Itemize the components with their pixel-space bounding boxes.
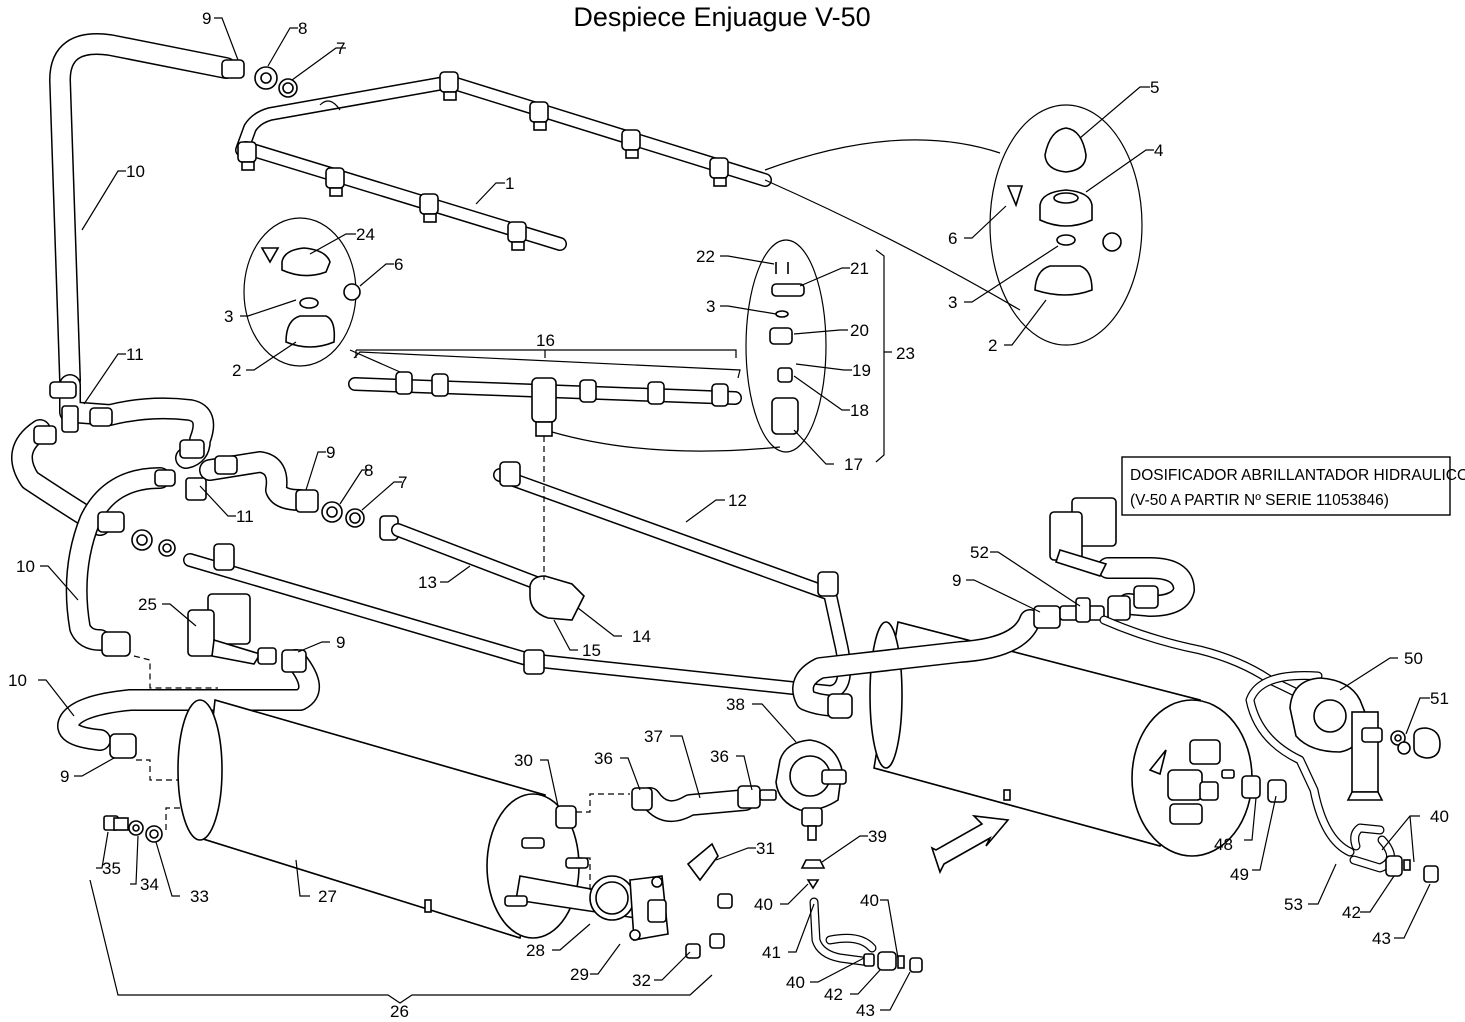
callout-35: 35	[102, 859, 121, 878]
clamp-9-top	[221, 59, 298, 98]
callout-40: 40	[754, 895, 773, 914]
dosing-pump-50	[1099, 615, 1441, 883]
callout-37: 37	[644, 727, 663, 746]
callout-9: 9	[952, 571, 961, 590]
callout-30: 30	[514, 751, 533, 770]
diagram-title: Despiece Enjuague V-50	[573, 2, 870, 32]
callout-7: 7	[336, 39, 345, 58]
fitting-detail	[551, 239, 892, 463]
leader-lines	[38, 17, 1431, 1011]
callout-48: 48	[1214, 835, 1233, 854]
callout-19: 19	[852, 361, 871, 380]
left-piping	[11, 374, 399, 651]
drain-parts-33-35	[103, 815, 163, 843]
callout-18: 18	[850, 401, 869, 420]
callout-40: 40	[1430, 807, 1449, 826]
pressure-valve-assembly	[631, 739, 923, 973]
callout-7: 7	[398, 473, 407, 492]
callout-42: 42	[1342, 903, 1361, 922]
callout-6: 6	[948, 229, 957, 248]
callout-33: 33	[190, 887, 209, 906]
callout-13: 13	[418, 573, 437, 592]
callout-22: 22	[696, 247, 715, 266]
callout-2: 2	[988, 336, 997, 355]
boiler-left	[177, 698, 733, 959]
callout-10: 10	[8, 671, 27, 690]
callout-17: 17	[844, 455, 863, 474]
callout-16: 16	[536, 331, 555, 350]
tee-fitting-52	[1033, 595, 1131, 629]
note-box: DOSIFICADOR ABRILLANTADOR HIDRAULICO (V-…	[1121, 456, 1465, 516]
callout-10: 10	[16, 557, 35, 576]
callout-26: 26	[390, 1002, 409, 1021]
callout-9: 9	[326, 443, 335, 462]
pipes-12-13	[183, 436, 852, 699]
callout-15: 15	[582, 641, 601, 660]
callout-27: 27	[318, 887, 337, 906]
callout-28: 28	[526, 941, 545, 960]
callout-49: 49	[1230, 865, 1249, 884]
callout-14: 14	[632, 627, 651, 646]
nozzle-detail-left	[243, 217, 401, 373]
callout-42: 42	[824, 985, 843, 1004]
callout-2: 2	[232, 361, 241, 380]
callout-11: 11	[126, 345, 144, 364]
callout-12: 12	[728, 491, 747, 510]
callout-21: 21	[850, 259, 869, 278]
solenoid-valve-25	[101, 593, 277, 665]
callout-38: 38	[726, 695, 745, 714]
callout-1: 1	[505, 174, 514, 193]
double-arrow-icon	[930, 814, 1010, 875]
note-line-1: DOSIFICADOR ABRILLANTADOR HIDRAULICO	[1130, 467, 1465, 484]
callout-50: 50	[1404, 649, 1423, 668]
callout-25: 25	[138, 595, 157, 614]
callout-3: 3	[224, 307, 233, 326]
callout-43: 43	[856, 1001, 875, 1020]
callout-39: 39	[868, 827, 887, 846]
callout-24: 24	[356, 225, 375, 244]
lower-spray-arm	[348, 351, 742, 437]
callout-29: 29	[570, 965, 589, 984]
callout-3: 3	[948, 293, 957, 312]
callout-32: 32	[632, 971, 651, 990]
callout-labels: 9 8 7 10 1 5 4 6 3 2 24 6 3 2 22 21 3 20…	[8, 9, 1449, 1021]
callout-40: 40	[786, 973, 805, 992]
callout-10: 10	[126, 162, 145, 181]
callout-4: 4	[1154, 141, 1163, 160]
callout-36: 36	[594, 749, 613, 768]
callout-5: 5	[1150, 78, 1159, 97]
boiler-right	[869, 621, 1287, 857]
callout-34: 34	[140, 875, 159, 894]
callout-52: 52	[970, 543, 989, 562]
callout-31: 31	[756, 839, 775, 858]
callout-8: 8	[364, 461, 373, 480]
note-line-2: (V-50 A PARTIR Nº SERIE 11053846)	[1130, 492, 1389, 509]
hose-right-upper	[792, 557, 1195, 719]
callout-36: 36	[710, 747, 729, 766]
upper-spray-arm	[235, 71, 772, 251]
callout-9: 9	[60, 767, 69, 786]
callout-23: 23	[896, 344, 915, 363]
callout-20: 20	[850, 321, 869, 340]
callout-53: 53	[1284, 895, 1303, 914]
callout-9: 9	[202, 9, 211, 28]
callout-40: 40	[860, 891, 879, 910]
callout-43: 43	[1372, 929, 1391, 948]
hose-10-lower	[57, 649, 320, 759]
callout-6: 6	[394, 255, 403, 274]
callout-8: 8	[298, 19, 307, 38]
nozzle-detail-right	[764, 104, 1143, 346]
callout-11: 11	[236, 507, 254, 526]
callout-51: 51	[1430, 689, 1449, 708]
nozzle	[237, 71, 729, 251]
hose-upper-left	[49, 33, 237, 391]
callout-3: 3	[706, 297, 715, 316]
callout-41: 41	[762, 943, 781, 962]
solenoid-valve-right	[1049, 497, 1159, 609]
callout-9: 9	[336, 633, 345, 652]
